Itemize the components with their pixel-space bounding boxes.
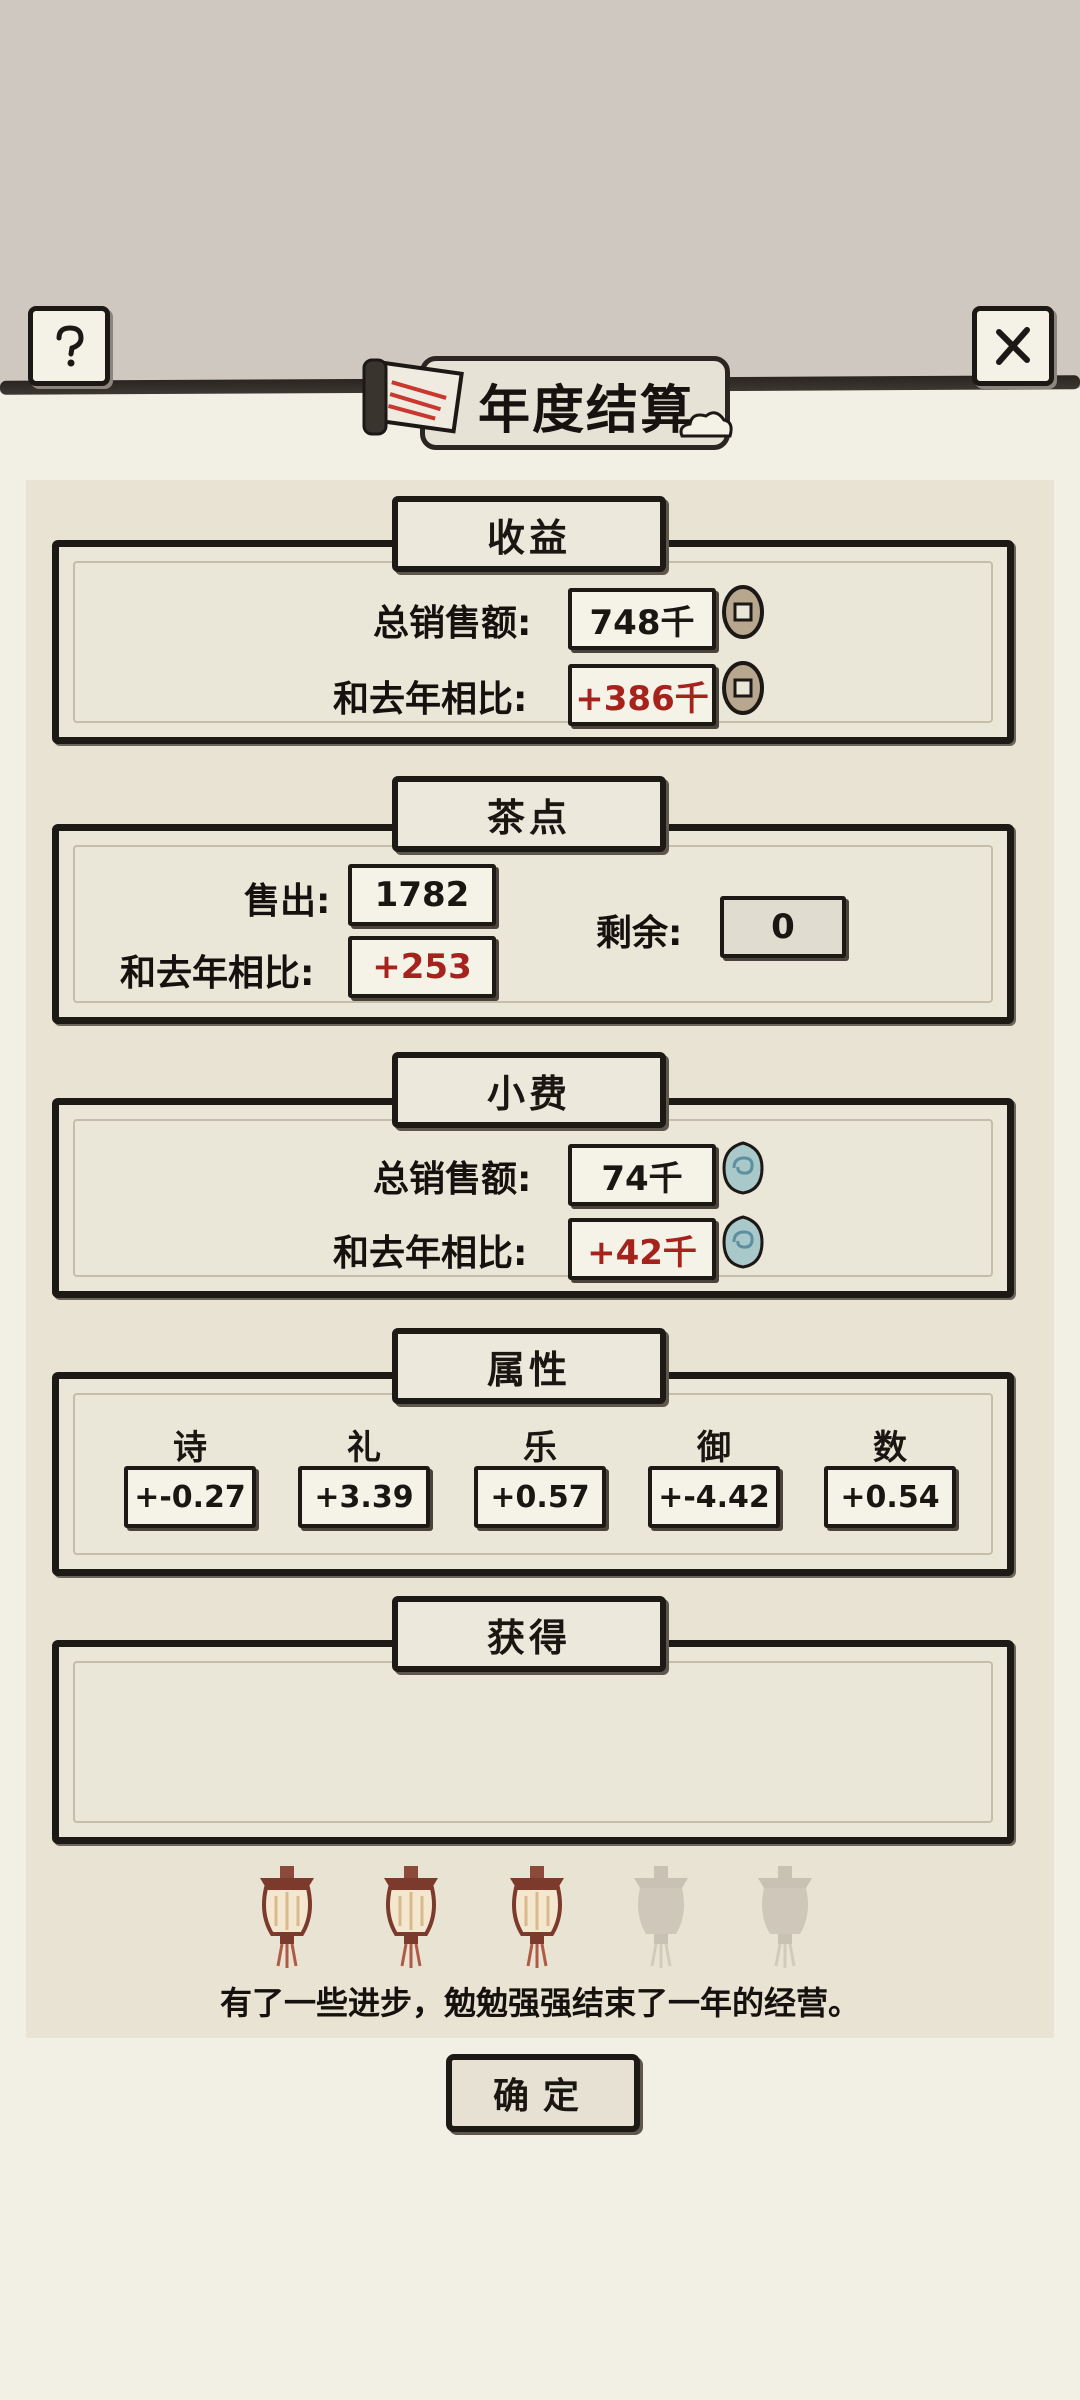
question-mark-icon [56, 325, 84, 367]
snacks-compare-label: 和去年相比: [120, 953, 315, 994]
attribute-value: +-0.27 [124, 1466, 256, 1528]
income-tag: 收益 [392, 496, 666, 572]
title-banner: 年度结算 [350, 346, 733, 450]
lantern-lit-icon [384, 1866, 438, 1968]
snacks-sold-value: 1782 [348, 864, 496, 926]
lantern-lit-icon [510, 1866, 564, 1968]
copper-coin-icon [722, 585, 764, 639]
attribute-value: +-4.42 [648, 1466, 780, 1528]
snacks-remain-value: 0 [720, 896, 846, 958]
close-button[interactable] [972, 306, 1054, 386]
rewards-tag: 获得 [392, 1596, 666, 1672]
jade-stone-icon [722, 1141, 764, 1195]
top-backdrop [0, 0, 1080, 388]
attribute-name: 乐 [523, 1428, 557, 1468]
income-total-value: 748千 [568, 588, 716, 650]
attribute-name: 礼 [347, 1428, 381, 1468]
tips-compare-value: +42千 [568, 1218, 716, 1280]
confirm-button[interactable]: 确定 [446, 2054, 640, 2132]
copper-coin-icon [722, 661, 764, 715]
income-compare-label: 和去年相比: [333, 679, 528, 720]
lantern-unlit-icon [634, 1866, 688, 1968]
tips-total-label: 总销售额: [373, 1159, 532, 1200]
page-title: 年度结算 [478, 381, 695, 441]
attribute-name: 诗 [173, 1428, 207, 1468]
income-total-label: 总销售额: [373, 603, 532, 644]
snacks-tag: 茶点 [392, 776, 666, 852]
attribute-value: +0.54 [824, 1466, 956, 1528]
attribute-value: +0.57 [474, 1466, 606, 1528]
snacks-remain-label: 剩余: [596, 913, 683, 954]
attribute-value: +3.39 [298, 1466, 430, 1528]
lantern-lit-icon [260, 1866, 314, 1968]
tips-compare-label: 和去年相比: [333, 1233, 528, 1274]
title-plate [420, 356, 730, 450]
tips-tag: 小费 [392, 1052, 666, 1128]
jade-stone-icon [722, 1215, 764, 1269]
scroll-icon [362, 358, 464, 436]
cloud-ornament-icon [679, 411, 733, 438]
tips-total-value: 74千 [568, 1144, 716, 1206]
snacks-compare-value: +253 [348, 936, 496, 998]
tips-section [52, 1098, 1014, 1298]
attributes-tag: 属性 [392, 1328, 666, 1404]
close-x-icon [996, 327, 1030, 365]
snacks-sold-label: 售出: [244, 881, 331, 922]
lantern-unlit-icon [758, 1866, 812, 1968]
attribute-name: 御 [697, 1428, 731, 1468]
help-button[interactable] [28, 306, 110, 386]
income-compare-value: +386千 [568, 664, 716, 726]
rating-message: 有了一些进步，勉勉强强结束了一年的经营。 [219, 1984, 860, 2022]
attribute-name: 数 [873, 1428, 907, 1468]
